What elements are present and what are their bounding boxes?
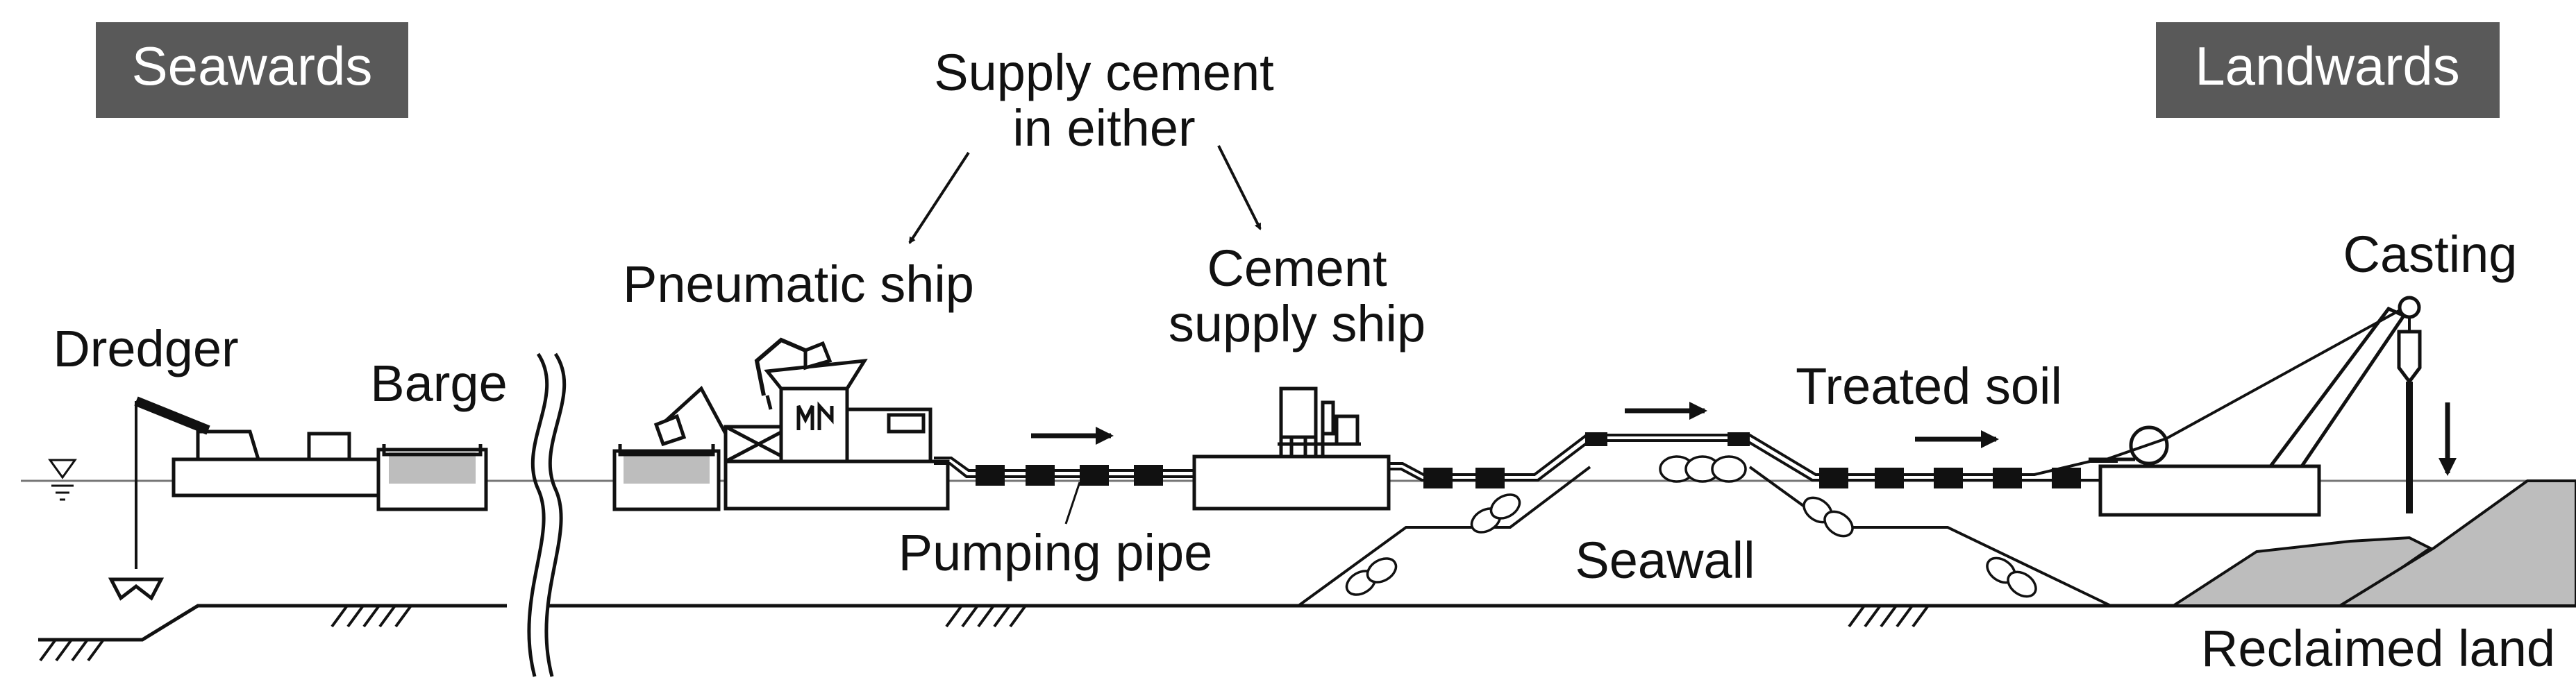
supply-cement-label-line2: in either <box>1012 99 1195 157</box>
pipe-joints <box>976 432 2081 488</box>
pneumatic-ship <box>653 337 950 511</box>
seabed <box>38 604 2576 642</box>
seawall-label: Seawall <box>1575 531 1755 589</box>
supply-cement-label-line1: Supply cement <box>934 44 1274 101</box>
flow-arrows <box>1031 402 2457 476</box>
pumping-pipe-leader <box>1064 482 1081 525</box>
landwards-text: Landwards <box>2195 35 2460 96</box>
barge-2 <box>612 444 721 511</box>
cement-supply-ship-label-line2: supply ship <box>1169 295 1425 352</box>
barge-label: Barge <box>370 355 507 412</box>
pneumatic-ship-label: Pneumatic ship <box>623 255 974 313</box>
landwards-tag: Landwards <box>2156 22 2500 118</box>
dredger <box>108 396 380 601</box>
dredger-label: Dredger <box>53 320 238 377</box>
seawards-text: Seawards <box>132 35 373 96</box>
cement-supply-ship <box>1192 386 1391 511</box>
ground-hatch-marks <box>39 604 1937 662</box>
casting-ship <box>2089 296 2422 517</box>
casting-label: Casting <box>2343 226 2518 283</box>
cement-supply-ship-label-line1: Cement <box>1207 239 1387 297</box>
section-break-lines <box>527 352 567 677</box>
water-level-icon <box>48 459 77 501</box>
seawards-tag: Seawards <box>96 22 408 118</box>
treated-soil-label: Treated soil <box>1796 357 2062 415</box>
barge <box>376 444 488 511</box>
seawall <box>1297 466 2111 607</box>
pumping-pipe-label: Pumping pipe <box>898 524 1213 581</box>
supply-pointer-arrows <box>908 145 1262 244</box>
reclaimed-fill <box>2168 479 2576 607</box>
reclaimed-land-label: Reclaimed land <box>2201 620 2555 677</box>
armor-stones <box>1345 455 2037 598</box>
